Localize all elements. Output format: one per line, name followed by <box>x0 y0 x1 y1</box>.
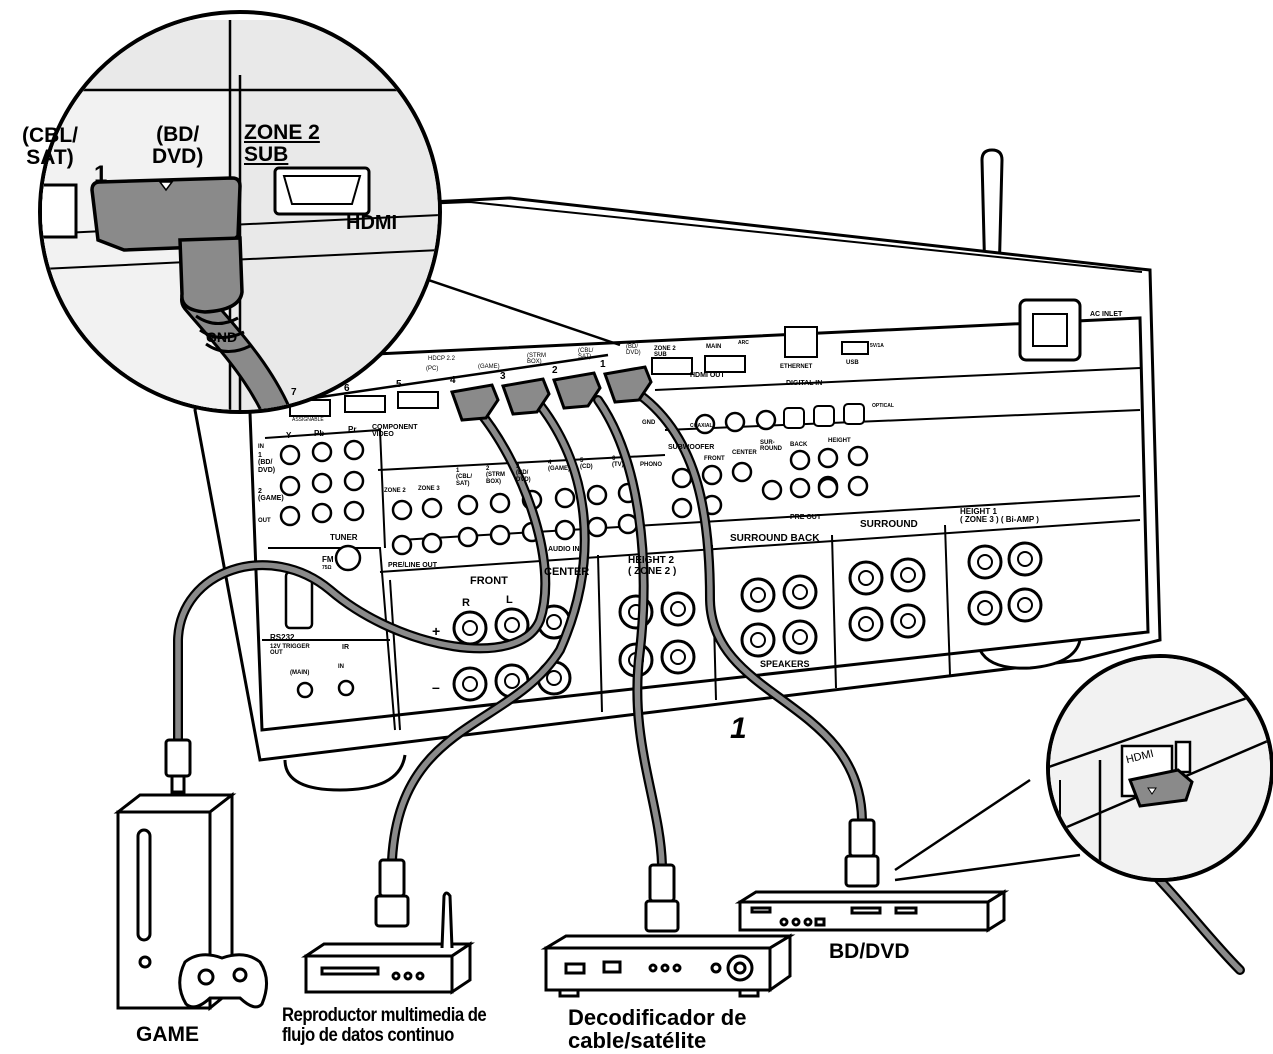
device-label-streaming: Reproductor multimedia de flujo de datos… <box>282 1005 487 1046</box>
receiver-hdmi-in-label-3: 3 <box>500 371 506 382</box>
device-plugs <box>164 738 880 933</box>
receiver-hdmi-in-label-4: 4 <box>450 375 456 386</box>
device-label-game: GAME <box>136 1023 199 1046</box>
receiver-component-pb-label: Pb <box>314 429 325 438</box>
receiver-strm-box-label: (STRM BOX) <box>527 353 546 366</box>
receiver-pre-line-out-label: PRE/LINE OUT <box>388 562 438 569</box>
receiver-front-out-label: FRONT <box>704 456 725 462</box>
receiver-audio-in-5-label: 5 (CD) <box>580 458 593 471</box>
receiver-rs232-label: RS232 <box>270 633 295 642</box>
hdmi-cables <box>173 390 1245 975</box>
receiver-digital-in-label: DIGITAL IN <box>786 380 823 387</box>
receiver-fm-ohm-label: 75Ω <box>322 565 332 571</box>
receiver-audio-in-6-label: 6 (TV) <box>612 456 624 469</box>
receiver-hdmi-in-label-7: 7 <box>291 387 297 398</box>
receiver-zone2-sub-label: ZONE 2 SUB <box>654 346 676 359</box>
speaker-speakers-label: SPEAKERS <box>760 659 810 669</box>
receiver-usb-rating: 5V/1A <box>870 343 884 349</box>
receiver-audio-in-3-label: 3 (BD/ DVD) <box>516 464 531 483</box>
receiver-gnd-label: GND <box>642 420 656 426</box>
speaker-minus-label: – <box>432 679 440 695</box>
receiver-usb-label: USB <box>846 360 859 366</box>
receiver-audio-in-4-label: 4 (GAME) <box>548 460 570 473</box>
receiver-component-2-label: 2 (GAME) <box>258 488 284 503</box>
receiver-arc-label: ARC <box>738 340 749 346</box>
device-label-cable-sat: Decodificador de cable/satélite <box>568 1005 747 1054</box>
bd-dvd-player <box>734 889 1010 933</box>
receiver-component-in-label: IN <box>258 444 264 450</box>
receiver-audio-in-label: AUDIO IN <box>548 546 580 553</box>
speaker-surround-back-label: SURROUND BACK <box>730 533 820 544</box>
receiver-trigger-out-label: 12V TRIGGER OUT <box>270 644 310 657</box>
receiver-fm-label: FM <box>322 555 334 564</box>
zoom-label-hdmi: HDMI <box>346 212 398 234</box>
receiver-hdmi-in-label-1: 1 <box>600 359 606 370</box>
receiver-pre-out-label: PRE OUT <box>790 514 822 521</box>
speaker-front-l-label: L <box>506 594 513 606</box>
receiver-hdcp-label: HDCP 2.2 <box>428 356 455 362</box>
receiver-audio-in-1-label: 1 (CBL/ SAT) <box>456 468 472 487</box>
receiver-component-pr-label: Pr <box>348 425 357 434</box>
receiver-game-label: (GAME) <box>478 364 500 370</box>
receiver-phono-label: PHONO <box>640 462 663 468</box>
receiver-subwoofer-label: SUBWOOFER <box>668 444 715 451</box>
receiver-ir-in-label: IN <box>338 664 344 670</box>
streaming-player <box>301 891 475 995</box>
receiver-component-video-label: COMPONENT VIDEO <box>372 424 418 439</box>
receiver-surround-out-label: SUR- ROUND <box>760 440 782 453</box>
speaker-plus-label: + <box>432 623 441 639</box>
receiver-center-out-label: CENTER <box>732 450 757 456</box>
game-console <box>113 791 268 1012</box>
receiver-ac-inlet-label: AC INLET <box>1090 311 1123 318</box>
receiver-ethernet-label: ETHERNET <box>780 364 813 370</box>
zoom-label-bd-dvd: (BD/ DVD) <box>152 123 204 169</box>
step-number: 1 <box>730 712 747 745</box>
receiver-pc-label: (PC) <box>426 366 439 372</box>
receiver-tuner-label: TUNER <box>330 533 358 542</box>
receiver-plugs <box>449 365 653 422</box>
receiver-main-trigger-label: (MAIN) <box>290 670 310 676</box>
receiver-unit <box>193 196 1162 792</box>
device-label-bd-dvd: BD/DVD <box>829 940 910 963</box>
speaker-front-r-label: R <box>462 597 470 609</box>
zoom-label-gnd: GND <box>206 329 238 345</box>
receiver-ir-label: IR <box>342 644 349 651</box>
receiver-coaxial-label: COAXIAL <box>690 423 713 429</box>
receiver-zone2-label: ZONE 2 <box>384 488 406 494</box>
speaker-height1-label: HEIGHT 1 ( ZONE 3 ) ( Bi-AMP ) <box>960 507 1039 525</box>
receiver-hdmi-in-label-6: 6 <box>344 383 350 394</box>
speaker-center-label: CENTER <box>544 566 590 578</box>
receiver-component-1-label: 1 (BD/ DVD) <box>258 452 276 474</box>
receiver-assignable-label: ASSIGNABLE <box>292 417 324 423</box>
speaker-height2-label: HEIGHT 2 ( ZONE 2 ) <box>628 555 677 577</box>
speaker-front-label: FRONT <box>470 575 508 587</box>
zoom-callout-hdmi-plug <box>894 654 1273 882</box>
receiver-audio-in-2-label: 2 (STRM BOX) <box>486 466 505 485</box>
cable-satellite-box <box>540 933 796 998</box>
receiver-component-out-label: OUT <box>258 518 271 524</box>
receiver-component-y-label: Y <box>286 431 292 440</box>
receiver-back-out-label: BACK <box>790 442 808 448</box>
receiver-height-out-label: HEIGHT <box>828 438 851 444</box>
zoom-label-zone2-sub: ZONE 2 SUB <box>244 121 320 167</box>
zoom-label-cbl-sat: (CBL/ SAT) <box>22 124 78 170</box>
zoom-label-port-number: 1 <box>94 161 108 188</box>
receiver-zone3-label: ZONE 3 <box>418 486 440 492</box>
receiver-hdmi-in-label-5: 5 <box>396 379 402 390</box>
receiver-main-label: MAIN <box>706 344 722 350</box>
receiver-optical-label: OPTICAL <box>872 403 894 409</box>
receiver-bd-dvd-label: (BD/ DVD) <box>626 344 641 357</box>
receiver-hdmi-in-label-2: 2 <box>552 365 558 376</box>
speaker-surround-label: SURROUND <box>860 519 918 530</box>
receiver-hdmi-out-label: HDMI OUT <box>690 372 725 379</box>
receiver-cbl-sat-label: (CBL/ SAT) <box>578 348 594 361</box>
